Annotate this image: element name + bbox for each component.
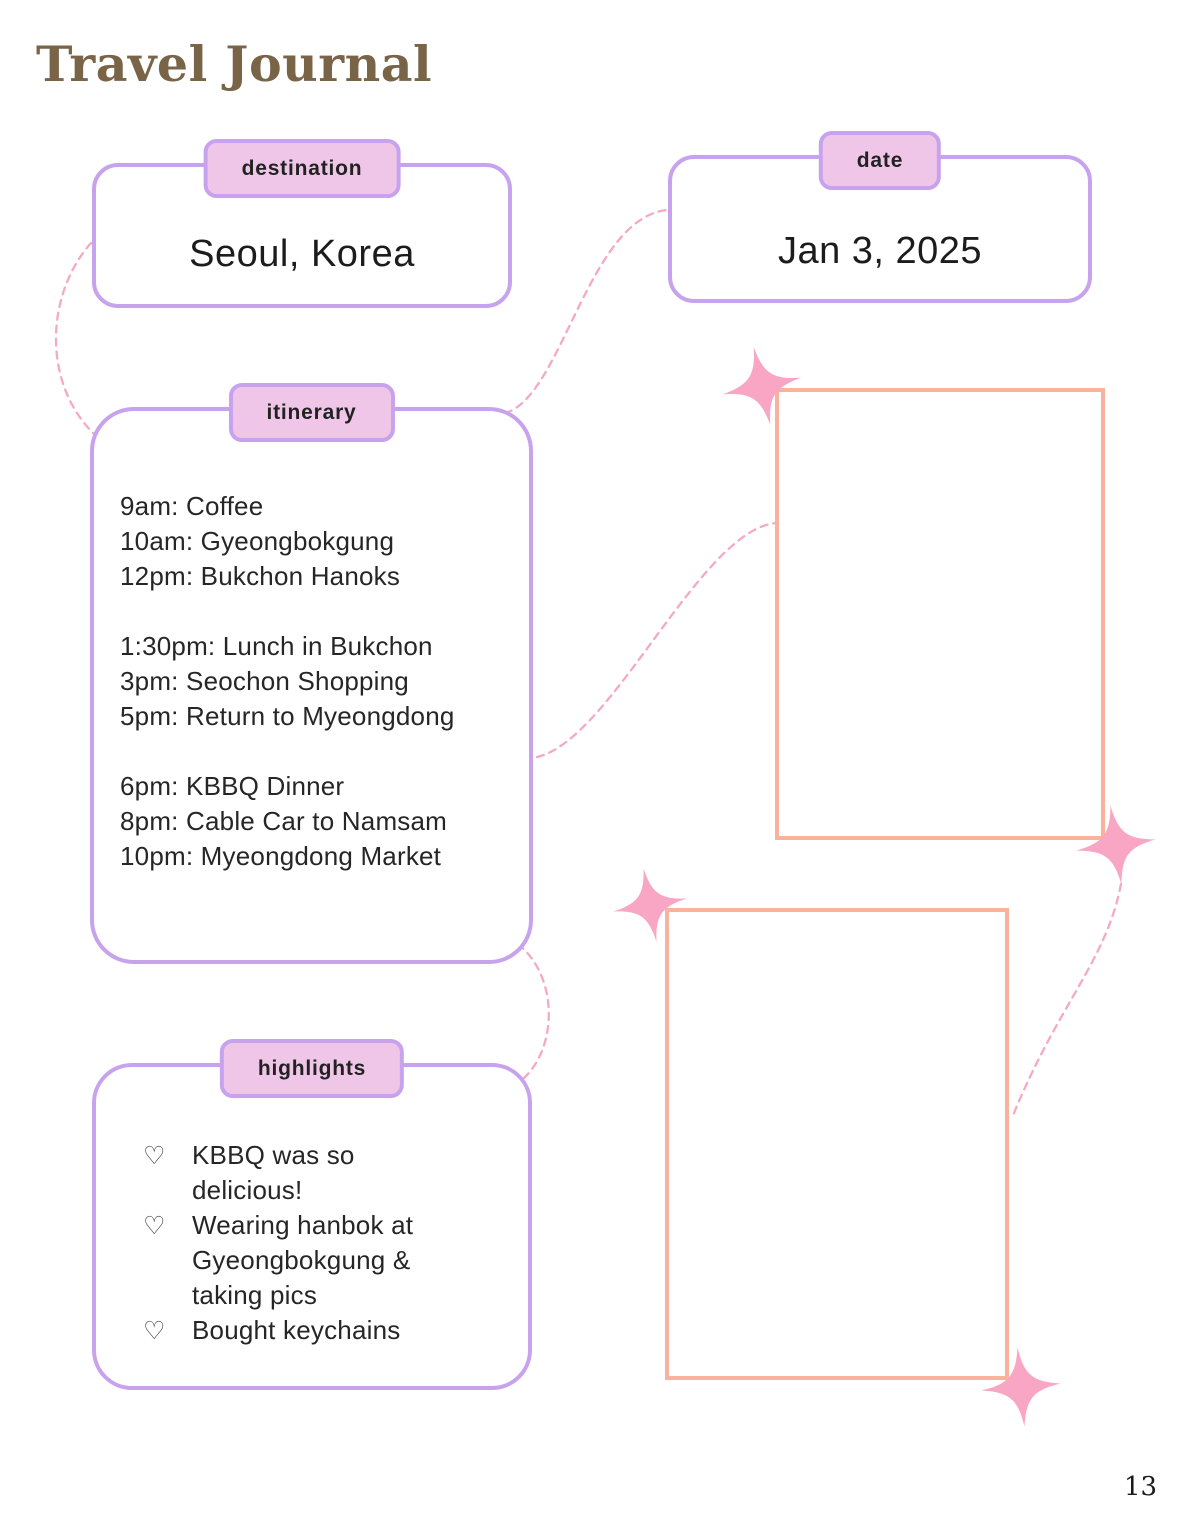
highlights-list: ♡ KBBQ was so delicious! ♡ Wearing hanbo…	[143, 1138, 483, 1348]
itinerary-entry: 10pm: Myeongdong Market	[120, 841, 442, 871]
itinerary-entry: 12pm: Bukchon Hanoks	[120, 561, 401, 591]
connector-line-itinerary-date	[503, 208, 669, 415]
itinerary-entry: 6pm: KBBQ Dinner	[120, 771, 345, 801]
itinerary-list: 9am: Coffee 10am: Gyeongbokgung 12pm: Bu…	[120, 489, 520, 909]
itinerary-group-morning: 9am: Coffee 10am: Gyeongbokgung 12pm: Bu…	[120, 489, 520, 594]
highlight-text: Bought keychains	[192, 1315, 401, 1345]
connector-line-sparkle-frame2	[1010, 882, 1123, 1120]
highlight-item: ♡ Bought keychains	[143, 1313, 483, 1348]
itinerary-tab-label: itinerary	[266, 400, 357, 424]
itinerary-entry: 5pm: Return to Myeongdong	[120, 701, 455, 731]
itinerary-card: itinerary 9am: Coffee 10am: Gyeongbokgun…	[90, 383, 533, 964]
destination-tab-label: destination	[241, 156, 363, 180]
date-tab: date	[818, 131, 942, 190]
itinerary-entry: 3pm: Seochon Shopping	[120, 666, 409, 696]
connector-line-destination-itinerary	[54, 241, 98, 438]
itinerary-entry: 8pm: Cable Car to Namsam	[120, 806, 448, 836]
destination-card: destination Seoul, Korea	[92, 139, 512, 308]
itinerary-tab: itinerary	[228, 383, 395, 442]
connector-line-itinerary-frame1	[535, 521, 778, 759]
date-tab-label: date	[856, 148, 904, 172]
highlight-text: Wearing hanbok at Gyeongbokgung & taking…	[192, 1210, 414, 1310]
date-card: date Jan 3, 2025	[668, 131, 1092, 303]
heart-icon: ♡	[143, 1316, 166, 1345]
connector-line-itinerary-highlights	[516, 942, 550, 1080]
page-title: Travel Journal	[36, 35, 433, 93]
heart-icon: ♡	[143, 1141, 166, 1170]
destination-value: Seoul, Korea	[189, 233, 415, 275]
itinerary-group-afternoon: 1:30pm: Lunch in Bukchon 3pm: Seochon Sh…	[120, 629, 520, 734]
page-number: 13	[1124, 1472, 1158, 1502]
heart-icon: ♡	[143, 1211, 166, 1240]
photo-frame-2	[665, 908, 1009, 1380]
highlights-tab-label: highlights	[257, 1056, 367, 1080]
destination-tab: destination	[203, 139, 401, 198]
date-value: Jan 3, 2025	[777, 230, 983, 272]
itinerary-entry: 10am: Gyeongbokgung	[120, 526, 395, 556]
itinerary-entry: 1:30pm: Lunch in Bukchon	[120, 631, 433, 661]
highlights-card: highlights ♡ KBBQ was so delicious! ♡ We…	[92, 1039, 532, 1390]
highlight-item: ♡ KBBQ was so delicious!	[143, 1138, 483, 1208]
highlights-tab: highlights	[219, 1039, 405, 1098]
highlight-item: ♡ Wearing hanbok at Gyeongbokgung & taki…	[143, 1208, 483, 1313]
photo-frame-1	[775, 388, 1105, 840]
highlight-text: KBBQ was so delicious!	[192, 1140, 355, 1205]
itinerary-group-evening: 6pm: KBBQ Dinner 8pm: Cable Car to Namsa…	[120, 769, 520, 874]
itinerary-entry: 9am: Coffee	[120, 491, 264, 521]
